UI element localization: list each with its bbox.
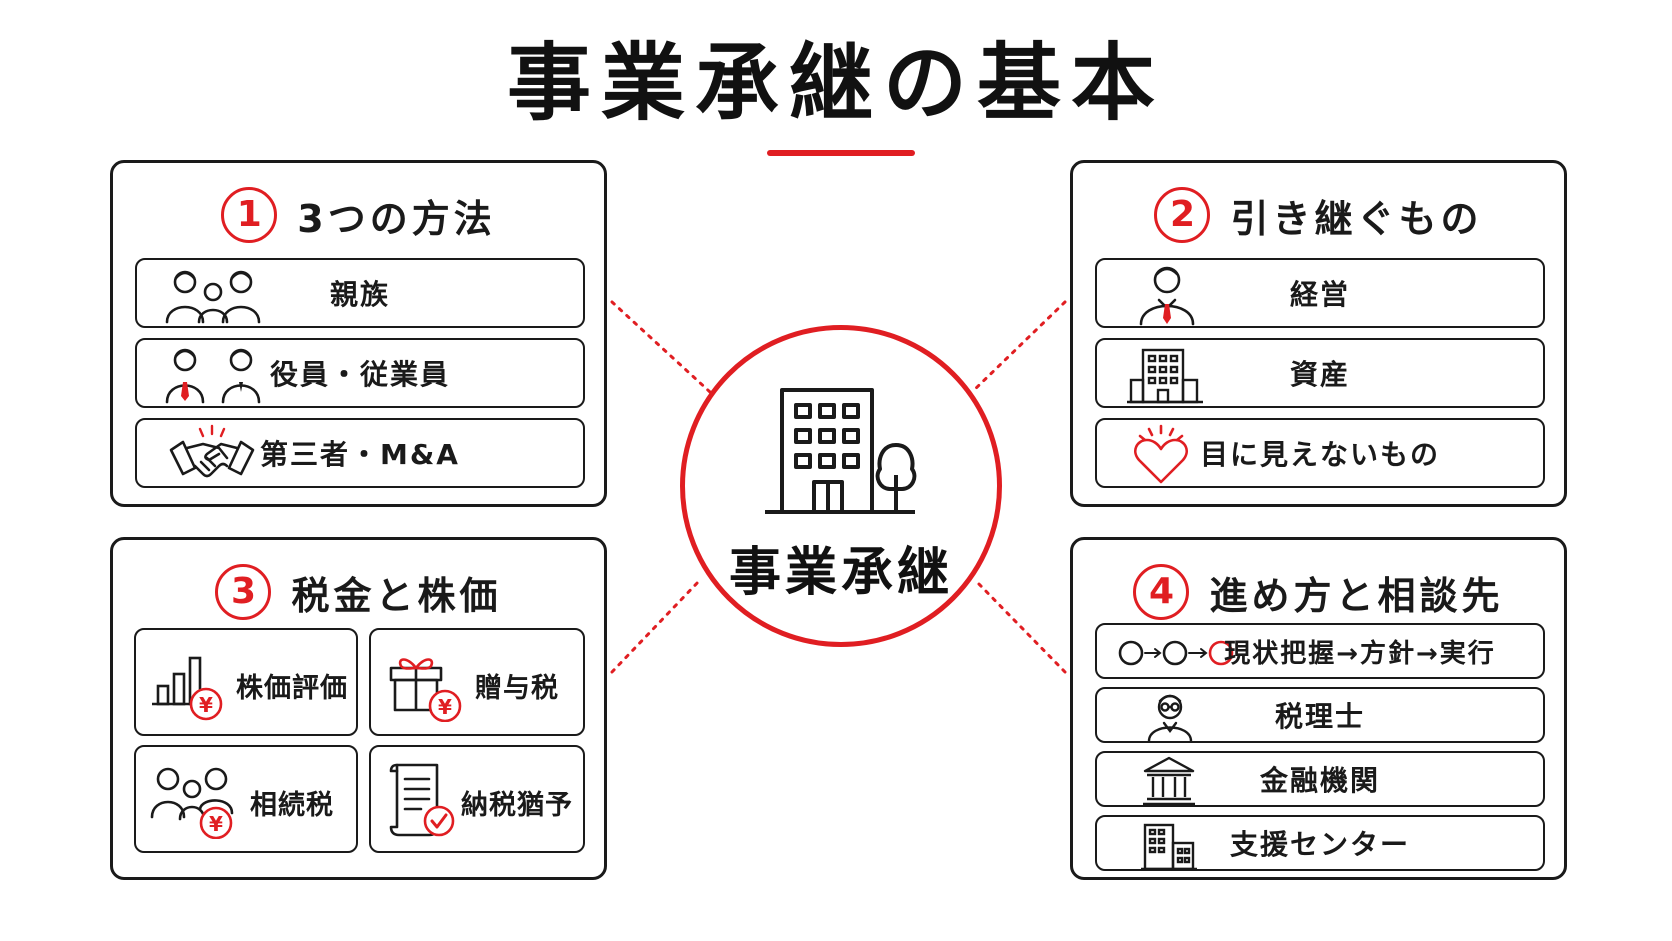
panel-number-badge: 2: [1154, 187, 1211, 243]
manager-icon: [1139, 266, 1195, 326]
list-item-support-center[interactable]: 支援センター: [1095, 815, 1545, 871]
panel-number-badge: 1: [221, 187, 278, 243]
panel-what-to-inherit: 2 引き継ぐもの 経営 資産: [1070, 160, 1567, 507]
grid-item-inheritance-tax[interactable]: ¥ 相続税: [134, 745, 358, 853]
list-item-label: 経営: [1289, 278, 1350, 311]
bar-chart-yen-icon: ¥: [152, 656, 223, 721]
panel-number-badge: 4: [1133, 564, 1190, 620]
panel-number-badge: 3: [215, 564, 272, 620]
list-item-label: 役員・従業員: [269, 358, 450, 391]
family-icon: [165, 270, 261, 324]
panel-title: 3つの方法: [297, 196, 496, 241]
list-item-family[interactable]: 親族: [135, 258, 585, 328]
panel-process-and-advisors: 4 進め方と相談先 現状把握→方針→実行 税理士: [1070, 537, 1567, 880]
connector-top-left: [610, 300, 712, 394]
connector-top-right: [970, 300, 1067, 394]
gift-yen-icon: ¥: [389, 658, 462, 722]
center-label: 事業承継: [728, 543, 953, 603]
list-item-employees[interactable]: 役員・従業員: [135, 338, 585, 408]
support-center-icon: [1141, 823, 1197, 871]
tax-accountant-icon: [1147, 694, 1193, 743]
panel-title: 引き継ぐもの: [1230, 196, 1483, 241]
handshake-icon: [169, 424, 255, 478]
list-item-label: 支援センター: [1229, 828, 1410, 861]
family-yen-icon: ¥: [150, 767, 234, 839]
panel-header: 3 税金と株価: [113, 562, 604, 622]
list-item-financial-institution[interactable]: 金融機関: [1095, 751, 1545, 807]
grid-item-tax-deferral[interactable]: 納税猶予: [369, 745, 585, 853]
svg-text:¥: ¥: [199, 693, 213, 717]
list-item-label: 現状把握→方針→実行: [1224, 638, 1496, 669]
panel-title: 税金と株価: [291, 573, 502, 618]
connector-bottom-right: [973, 578, 1067, 674]
grid-item-label: 納税猶予: [461, 790, 573, 821]
svg-text:¥: ¥: [438, 695, 452, 719]
grid-item-label: 相続税: [250, 790, 334, 821]
heart-icon: [1134, 424, 1188, 484]
connector-bottom-left: [610, 578, 702, 674]
svg-text:¥: ¥: [209, 812, 223, 836]
grid-item-label: 株価評価: [236, 673, 348, 704]
bank-icon: [1143, 756, 1195, 806]
title-underline: [767, 150, 915, 156]
list-item-label: 税理士: [1274, 700, 1365, 733]
list-item-tax-accountant[interactable]: 税理士: [1095, 687, 1545, 743]
panel-tax-and-stock: 3 税金と株価 ¥ 株価評価 ¥ 贈与税: [110, 537, 607, 880]
grid-item-label: 贈与税: [475, 673, 559, 704]
list-item-label: 資産: [1289, 358, 1350, 391]
list-item-label: 第三者・M&A: [260, 438, 460, 471]
panel-header: 2 引き継ぐもの: [1073, 185, 1564, 245]
list-item-process[interactable]: 現状把握→方針→実行: [1095, 623, 1545, 679]
grid-item-gift-tax[interactable]: ¥ 贈与税: [369, 628, 585, 736]
list-item-label: 金融機関: [1259, 764, 1380, 797]
panel-title: 進め方と相談先: [1209, 573, 1504, 618]
page-title: 事業承継の基本: [506, 34, 1165, 132]
process-circles-icon: [1118, 640, 1234, 666]
list-item-assets[interactable]: 資産: [1095, 338, 1545, 408]
employees-icon: [165, 348, 261, 404]
office-building-tree-icon: [765, 388, 917, 514]
panel-header: 4 進め方と相談先: [1073, 562, 1564, 622]
grid-item-stock-valuation[interactable]: ¥ 株価評価: [134, 628, 358, 736]
list-item-intangibles[interactable]: 目に見えないもの: [1095, 418, 1545, 488]
list-item-label: 目に見えないもの: [1199, 438, 1440, 471]
panel-three-methods: 1 3つの方法 親族 役員・従業員: [110, 160, 607, 507]
document-check-icon: [389, 763, 455, 837]
list-item-management[interactable]: 経営: [1095, 258, 1545, 328]
list-item-label: 親族: [329, 278, 390, 311]
building-icon: [1127, 348, 1203, 404]
list-item-third-party[interactable]: 第三者・M&A: [135, 418, 585, 488]
panel-header: 1 3つの方法: [113, 185, 604, 245]
